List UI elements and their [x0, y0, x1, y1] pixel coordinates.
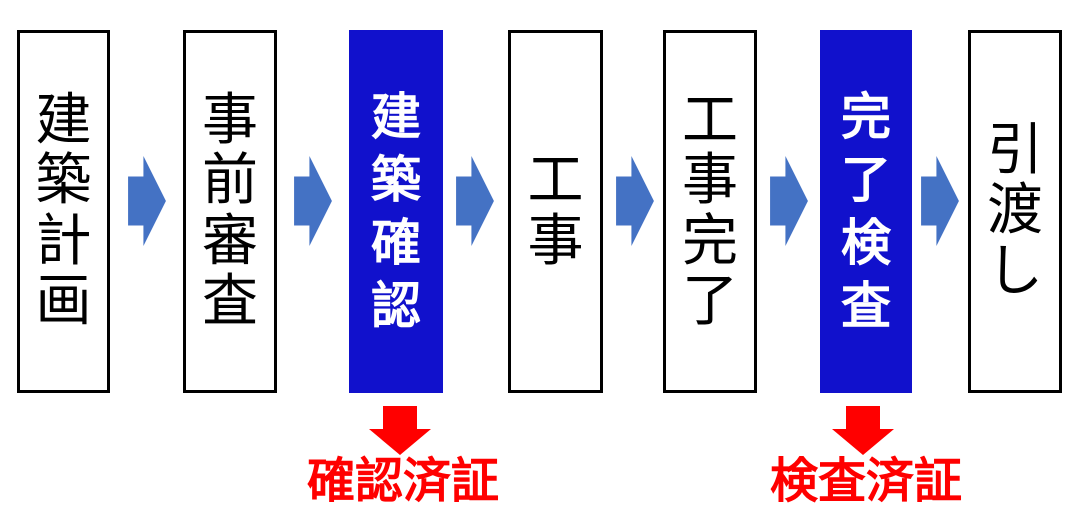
right-arrow-icon [770, 156, 808, 246]
certificate-label-inspection: 検査済証 [769, 453, 962, 509]
step-label-construction: 工事 [527, 148, 584, 274]
down-arrow-icon [832, 406, 894, 455]
step-label-preliminary-review: 事前審査 [202, 87, 258, 334]
step-box-building-confirmation: 建築確認 [349, 30, 443, 393]
right-arrow-icon [921, 156, 959, 246]
right-arrow-icon [456, 156, 494, 246]
step-label-handover: 引渡し [987, 117, 1043, 304]
step-box-construction: 工事 [508, 30, 603, 393]
step-label-completion-inspection: 完了検査 [841, 87, 891, 335]
step-box-preliminary-review: 事前審査 [183, 30, 277, 393]
down-arrow-icon [369, 406, 431, 455]
step-label-building-confirmation: 建築確認 [371, 87, 421, 335]
right-arrow-icon [294, 156, 332, 246]
right-arrow-icon [128, 156, 166, 246]
step-box-construction-complete: 工事完了 [663, 30, 757, 393]
step-box-building-plan: 建築計画 [17, 30, 110, 393]
step-label-building-plan: 建築計画 [35, 87, 92, 334]
right-arrow-icon [616, 156, 654, 246]
step-box-handover: 引渡し [968, 30, 1062, 393]
step-label-construction-complete: 工事完了 [682, 87, 738, 334]
certificate-label-confirmation: 確認済証 [306, 453, 499, 509]
step-box-completion-inspection: 完了検査 [820, 30, 912, 393]
